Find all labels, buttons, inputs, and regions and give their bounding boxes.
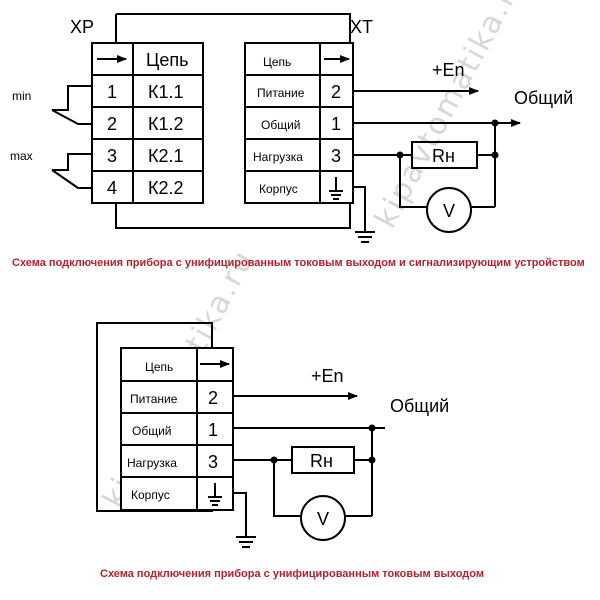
voltmeter-label-2: V [317,509,329,529]
resistor-label-2: Rн [310,451,333,471]
voltmeter-label: V [443,201,455,221]
max-label: max [10,149,33,163]
voltmeter-left-wire [399,155,427,208]
ground-wire-2 [233,492,247,537]
xt-row-name: Корпус [259,182,298,196]
xt-label: XT [350,17,373,37]
diagram-2-caption: Схема подключения прибора с унифицирован… [100,568,484,580]
diagram-2 [96,322,385,548]
common-label: Общий [514,88,573,108]
diagram-1-caption: Схема подключения прибора с унифицирован… [12,257,585,269]
junction-dot [491,119,499,127]
xp-row-name: К2.2 [148,178,184,198]
xp-row-num: 4 [107,178,117,198]
min-contact-bottom-wire [51,109,92,125]
min-label: min [12,89,31,103]
row-name-2: Нагрузка [127,456,177,470]
resistor-label: Rн [432,146,455,166]
xp-row-num: 1 [107,82,117,102]
xp-row-name: К2.1 [148,146,184,166]
row-num-2: 3 [208,452,218,472]
frame-top [115,13,351,42]
row-num-2: 1 [208,420,218,440]
max-contact-top-wire [52,153,92,171]
xt-row-name: Общий [261,118,301,132]
row-name-2: Корпус [131,488,170,502]
max-contact-bottom-wire [51,169,92,189]
common-label-2: Общий [390,396,449,416]
diagram-1 [51,13,521,243]
xt-row-num: 3 [331,146,341,166]
junction-dot [368,424,376,432]
row-name-2: Питание [130,392,178,406]
row-num-2: 2 [208,388,218,408]
xp-label: XP [70,17,94,37]
watermark-top: kipavtomatika.ru [368,0,534,234]
frame-bottom [115,203,351,229]
en-label: +En [432,60,465,80]
xt-row-num: 2 [331,82,341,102]
xp-header-label: Цепь [146,50,188,70]
junction-dot [368,456,376,464]
xp-row-name: К1.2 [148,114,184,134]
voltmeter-left-wire-2 [273,460,301,517]
xp-row-num: 2 [107,114,117,134]
diagram-1-labels: XP XT Цепь Цепь 1 К1.1 2 К1.2 3 К2.1 4 К… [10,17,585,269]
voltmeter-circle [426,187,472,233]
xt-row-num: 1 [331,114,341,134]
row-name-2: Общий [132,424,172,438]
xt-row-name: Нагрузка [253,150,303,164]
xt-header-label: Цепь [263,55,291,69]
xp-row-name: К1.1 [148,82,184,102]
diagram-2-labels: Цепь Питание 2 Общий 1 Нагрузка 3 Корпус… [100,360,484,580]
min-contact-top-wire [52,85,92,111]
ground-wire [353,186,366,232]
xt-row-name: Питание [257,86,305,100]
en-label-2: +En [311,366,344,386]
junction-dot [396,151,404,159]
xp-row-num: 3 [107,146,117,166]
voltmeter-circle-2 [300,495,346,541]
header-label-2: Цепь [145,360,173,374]
junction-dot [270,456,278,464]
junction-dot [491,151,499,159]
